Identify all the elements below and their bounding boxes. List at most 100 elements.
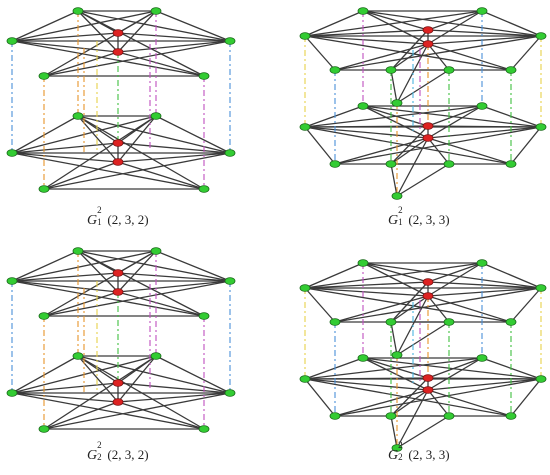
p2-top-edge-16 [427, 43, 512, 71]
p3-top-edge-21 [43, 250, 157, 317]
p2-top-edge-5 [427, 10, 483, 31]
p2-top-node-r1 [422, 26, 434, 34]
p2-top-edge-3 [481, 10, 542, 37]
p1-top-node-r2 [112, 48, 124, 56]
p3-top-node-f [198, 312, 210, 320]
p1-bottom-node-f [198, 185, 210, 193]
p1-bottom-edge-12 [77, 115, 231, 154]
p1-top-node-f [198, 72, 210, 80]
p1-bottom-edge-11 [117, 152, 231, 163]
p3-top-edge-2 [11, 250, 79, 282]
p2-top-node-f [505, 66, 517, 74]
p1-top-edge-7 [117, 32, 231, 42]
p3-top-node-e [38, 312, 50, 320]
p4-top-node-r1 [422, 278, 434, 286]
p3-bottom-node-b [150, 352, 162, 360]
p2-top-edge-17 [362, 10, 542, 37]
p4-bottom-edge-26 [390, 415, 398, 449]
p4-bottom-edge-11 [427, 378, 542, 391]
p2-top-node-h [443, 66, 455, 74]
p2-top-edge-27 [396, 69, 450, 104]
p3-top-edge-3 [155, 250, 231, 282]
p4-bottom-node-a [357, 354, 369, 362]
p4-top-node-r2 [422, 292, 434, 300]
p2-top-edge-26 [390, 69, 398, 104]
p3-bottom-node-r1 [112, 379, 124, 387]
p2-bottom-edge-26 [390, 163, 398, 197]
p2-top-edge-28 [390, 29, 429, 71]
p3-bottom-node-a [72, 352, 84, 360]
p4-top-edge-7 [427, 281, 542, 289]
p3-bottom-edge-3 [155, 355, 231, 394]
p2-bottom-edge-20 [334, 126, 542, 165]
p3-top-edge-16 [43, 291, 119, 317]
p1-top-node-r1 [112, 29, 124, 37]
p4-top-node-a [357, 259, 369, 267]
p2-bottom-edge-11 [427, 126, 542, 139]
p4-top-node-b [476, 259, 488, 267]
p2-top-edge-13 [304, 35, 336, 71]
p3-top-edge-10 [11, 280, 119, 293]
p4-top-edge-22 [390, 295, 429, 323]
p4-top-edge-8 [362, 262, 429, 297]
p1-bottom-node-r2 [112, 158, 124, 166]
p4-bottom-edge-2 [304, 357, 364, 380]
p1-bottom-edge-16 [43, 161, 119, 190]
p2-top-edge-19 [304, 35, 512, 71]
p3-bottom-edge-7 [117, 382, 231, 394]
p2-bottom-node-i [391, 192, 403, 200]
p2-top-edge-14 [510, 35, 542, 71]
p2-bottom-node-d [535, 123, 547, 131]
p4-top-edge-9 [427, 262, 483, 297]
p4-bottom-edge-23 [427, 389, 450, 417]
p4-top-node-h [443, 318, 455, 326]
p4-top-edge-15 [334, 295, 429, 323]
p4-bottom-node-f [505, 412, 517, 420]
p1-bottom-node-c [6, 149, 18, 157]
p3-bottom-node-d [224, 389, 236, 397]
p2-bottom-edge-14 [510, 126, 542, 165]
p3-top-edge-11 [117, 280, 231, 293]
p3-top-node-r2 [112, 288, 124, 296]
p2-top-edge-8 [362, 10, 429, 45]
p2-bottom-edge-13 [304, 126, 336, 165]
p3-bottom-edge-17 [117, 401, 205, 430]
p4-top-edge-17 [362, 262, 542, 289]
p4-top-node-c [299, 284, 311, 292]
p3-top-edge-9 [117, 250, 157, 293]
p4-top-edge-6 [304, 281, 429, 289]
p4-top-edge-11 [427, 287, 542, 297]
p1-top-node-e [38, 72, 50, 80]
p4-bottom-edge-9 [427, 357, 483, 391]
p2-bottom-node-h [443, 160, 455, 168]
p2-bottom-edge-16 [427, 137, 512, 165]
p4-bottom-edge-13 [304, 378, 336, 417]
p4-bottom-edge-25 [396, 389, 429, 449]
p3-top-edge-20 [77, 250, 205, 317]
p1-bottom-edge-18 [11, 152, 205, 190]
p3-top-node-c [6, 277, 18, 285]
p1-bottom-edge-3 [155, 115, 231, 154]
p2-bottom-edge-5 [427, 105, 483, 127]
p1-top-edge-17 [117, 51, 205, 77]
p2-top-edge-6 [304, 29, 429, 37]
p4-top-edge-5 [427, 262, 483, 283]
p1-top-edge-8 [77, 10, 119, 53]
p2-top-node-a [357, 7, 369, 15]
p3-bottom-edge-20 [77, 355, 205, 430]
p2-bottom-edge-25 [396, 137, 429, 197]
p2-top-edge-11 [427, 35, 542, 45]
p1-bottom-edge-17 [117, 161, 205, 190]
p4-top-edge-4 [362, 262, 429, 283]
p2-bottom-node-r1 [422, 122, 434, 130]
p3-top-node-d [224, 277, 236, 285]
p2-top-edge-15 [334, 43, 429, 71]
p1-bottom-node-e [38, 185, 50, 193]
p3-top-edge-13 [11, 250, 157, 282]
p2-top-node-i [391, 99, 403, 107]
